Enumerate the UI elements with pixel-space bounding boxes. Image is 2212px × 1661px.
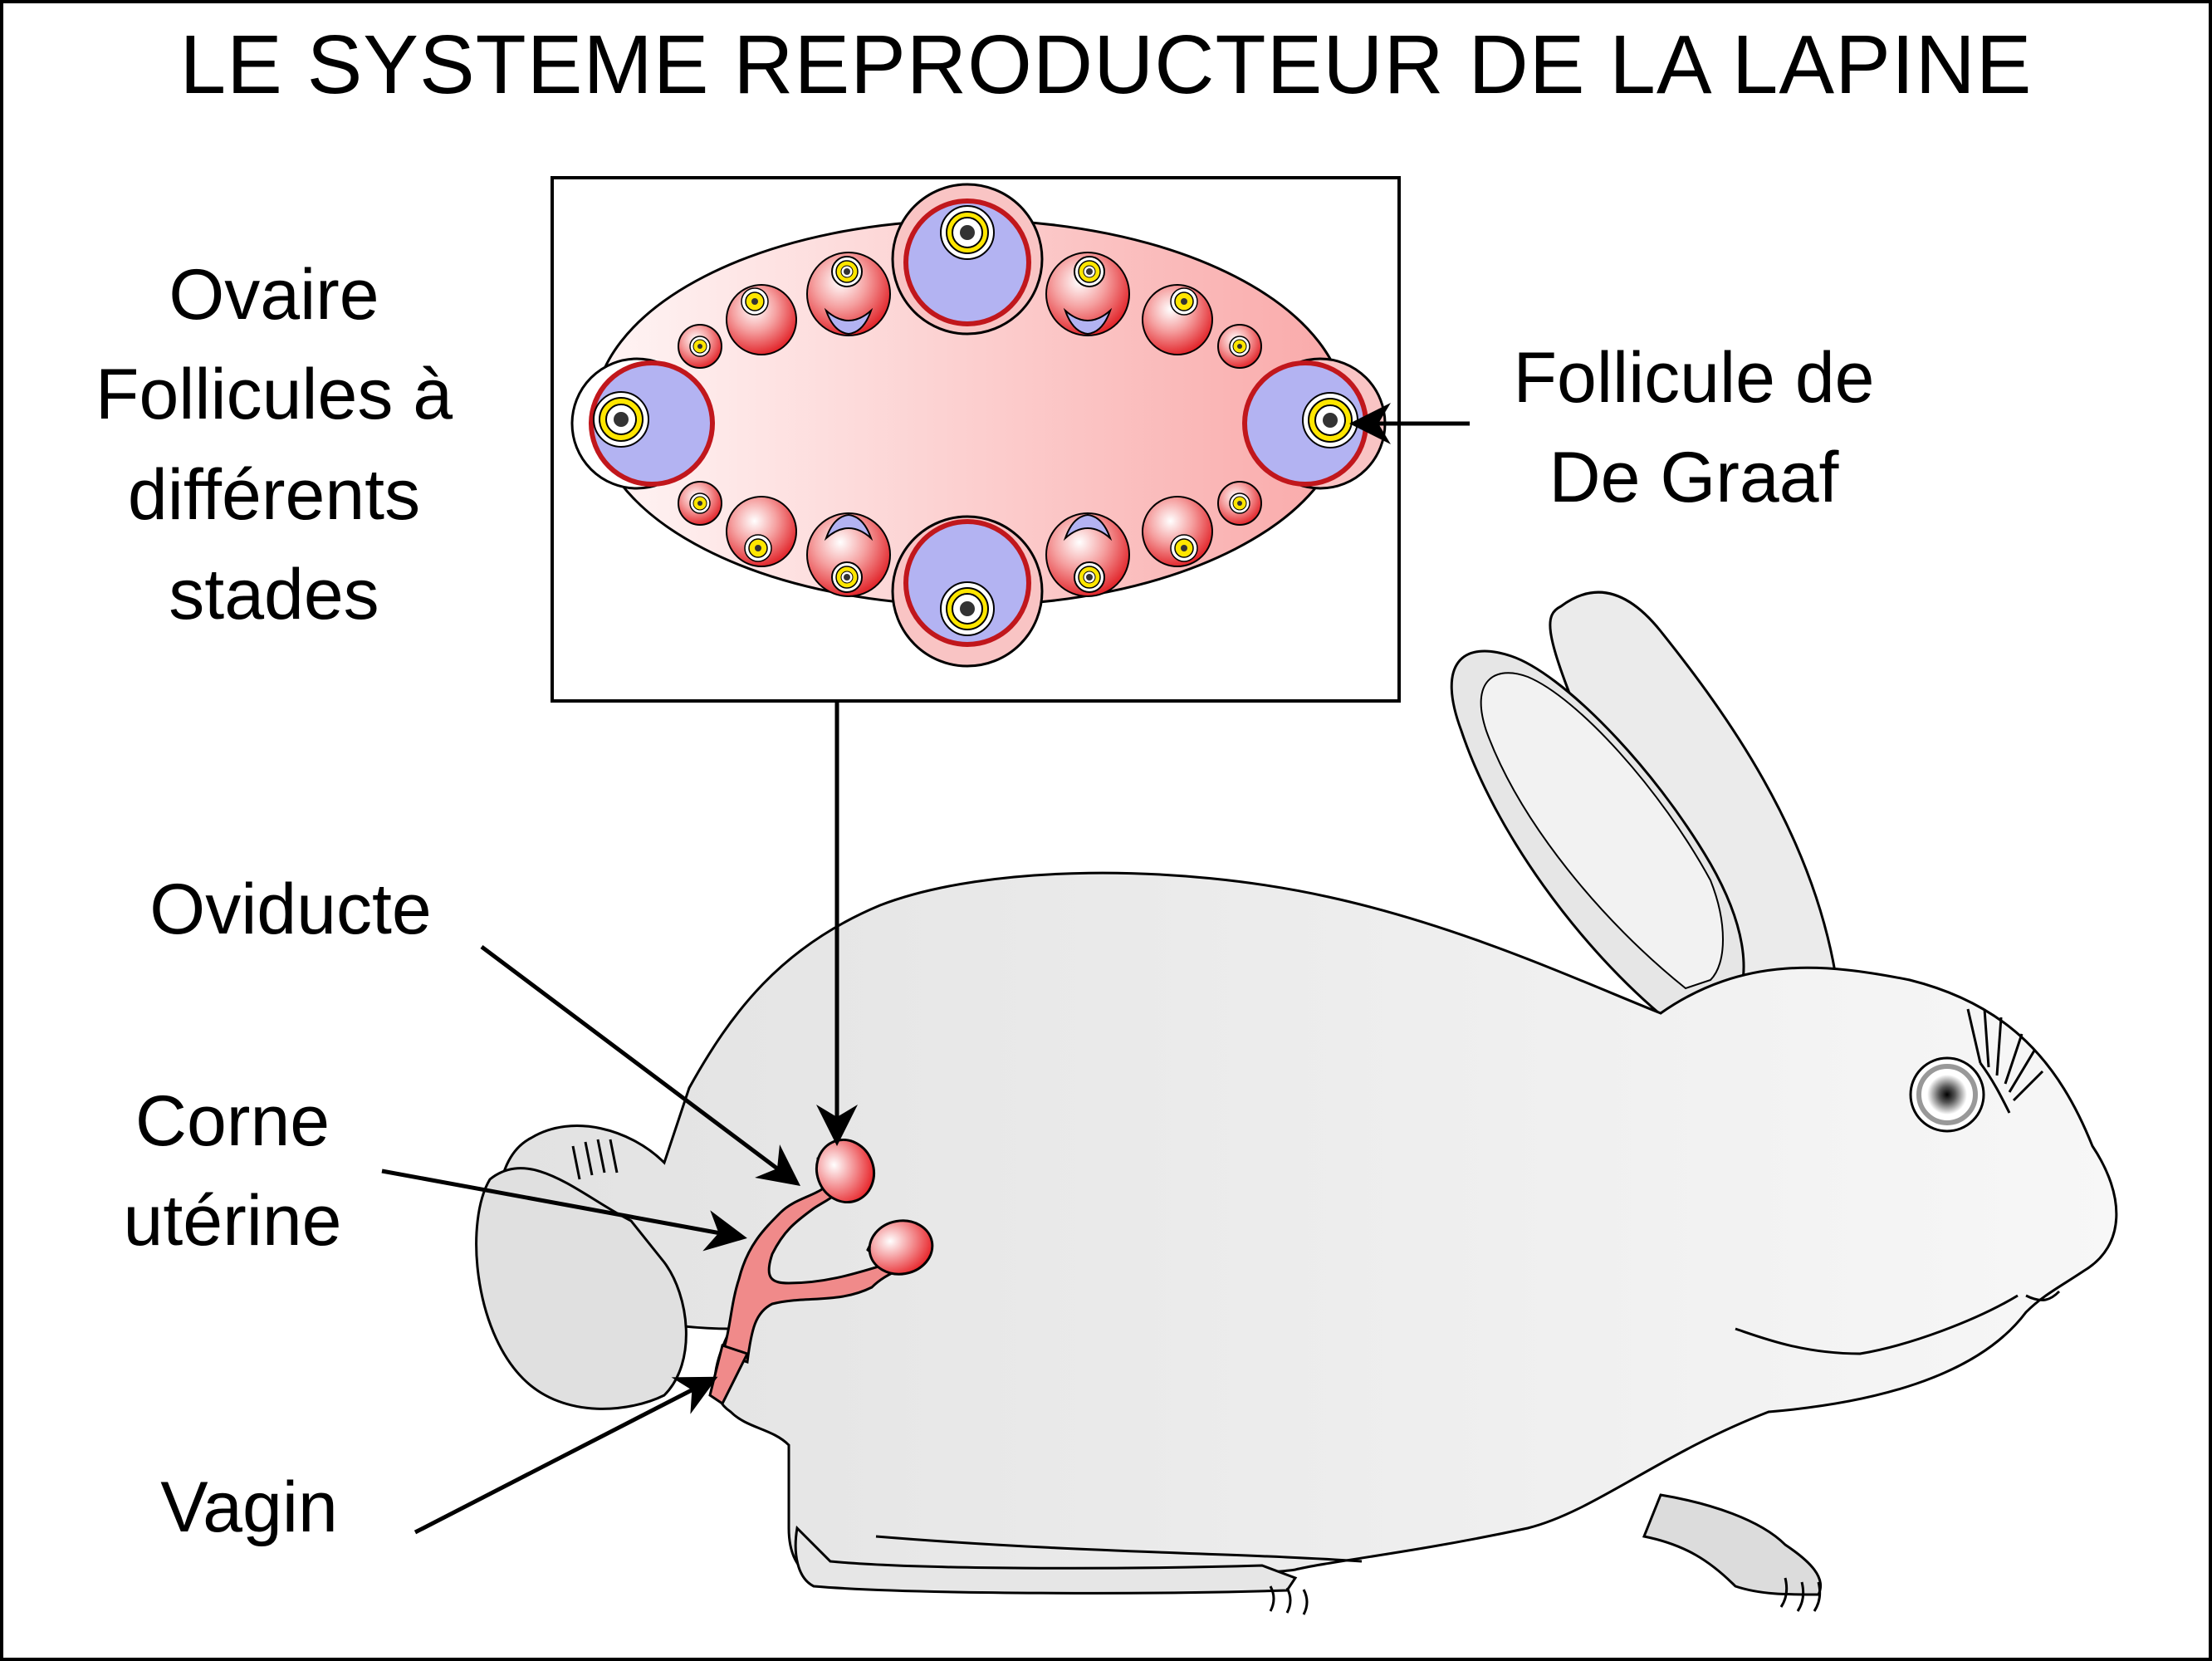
antral-follicle-left <box>589 360 715 487</box>
label-follicles-3: stades <box>169 555 379 635</box>
label-horn-2: utérine <box>123 1181 342 1262</box>
arrow-vagina <box>414 1376 718 1535</box>
label-follicles-2: différents <box>127 454 421 535</box>
primordial-follicle <box>678 481 722 526</box>
rabbit-mouth <box>1735 1290 2061 1355</box>
label-horn-1: Corne <box>135 1081 330 1161</box>
uterine-horn <box>721 1178 899 1365</box>
arrow-horn <box>381 1169 747 1252</box>
antral-follicle-top <box>903 198 1031 326</box>
label-vagina: Vagin <box>160 1467 338 1547</box>
rabbit-claws-hind <box>1269 1585 1309 1615</box>
secondary-follicle <box>806 252 891 336</box>
antral-follicle-bottom <box>903 519 1031 647</box>
rabbit-body <box>497 871 2118 1580</box>
rabbit-hind-leg <box>794 1525 1298 1595</box>
label-oviduct: Oviducte <box>149 870 432 949</box>
rabbit-eye <box>1909 1056 1985 1133</box>
label-graaf-2: De Graaf <box>1549 438 1839 518</box>
tail-fur-tuft <box>571 1139 619 1180</box>
rabbit-thigh-line <box>875 1535 1363 1563</box>
label-graaf: Follicule de De Graaf <box>1478 328 1910 528</box>
label-graaf-1: Follicule de <box>1513 338 1875 418</box>
secondary-follicle <box>1045 252 1130 336</box>
secondary-follicle <box>806 512 891 597</box>
page-title: LE SYSTEME REPRODUCTEUR DE LA LAPINE <box>179 18 2033 111</box>
arrow-oviduct <box>480 945 800 1186</box>
primary-follicle <box>726 284 797 355</box>
primary-follicle <box>1142 284 1213 355</box>
rabbit <box>475 590 2118 1615</box>
label-uterine-horn: Corne utérine <box>91 1071 374 1271</box>
label-ovary-follicles: Ovaire Follicules à différents stades <box>66 245 482 645</box>
rabbit-eyelashes <box>1966 1008 2044 1114</box>
rabbit-claws-front <box>1779 1577 1822 1612</box>
ovary-lower <box>868 1219 934 1276</box>
rabbit-tail <box>475 1167 688 1410</box>
graafian-follicle <box>1242 360 1368 487</box>
vagina <box>708 1344 750 1406</box>
rabbit-front-leg <box>1642 1493 1823 1596</box>
secondary-follicle <box>1045 512 1130 597</box>
pointer-arrows <box>381 403 1470 1535</box>
primary-follicle <box>1142 496 1213 567</box>
ovary-section <box>570 183 1387 668</box>
primary-follicle <box>726 496 797 567</box>
primordial-follicle <box>1217 481 1262 526</box>
rabbit-ear-inner <box>1480 672 1724 990</box>
primordial-follicle <box>678 324 722 369</box>
label-follicles-1: Follicules à <box>95 355 453 435</box>
primordial-follicle <box>1217 324 1262 369</box>
label-ovary: Ovaire <box>169 255 379 335</box>
